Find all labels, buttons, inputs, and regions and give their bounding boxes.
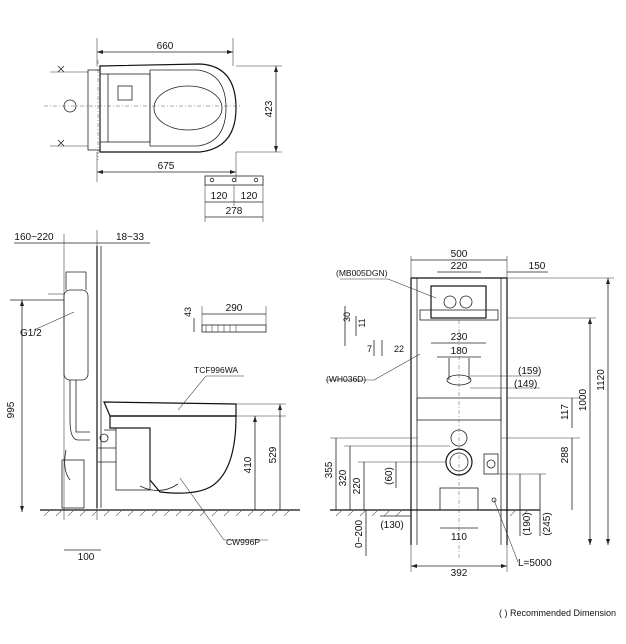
frame-model-label: (WH036D)	[326, 374, 366, 384]
dim-290: 290	[226, 303, 243, 314]
dim-278: 278	[226, 206, 243, 217]
recommended-dimension-note: ( ) Recommended Dimension	[498, 608, 616, 618]
dim-288: 288	[560, 446, 571, 463]
panel-model-label: (MB005DGN)	[336, 268, 388, 278]
dim-995: 995	[6, 401, 17, 418]
seat-model-label: TCF996WA	[194, 365, 238, 375]
dim-130: (130)	[380, 520, 403, 531]
dim-220: 220	[451, 261, 468, 272]
dim-410: 410	[243, 456, 254, 473]
dim-0-200: 0~200	[354, 520, 365, 549]
dim-100: 100	[78, 552, 95, 563]
dim-60: (60)	[384, 467, 395, 485]
dim-1000: 1000	[578, 388, 589, 411]
dim-149: (149)	[514, 379, 537, 390]
dim-190: (190)	[522, 512, 533, 535]
dim-230: 230	[451, 332, 468, 343]
dim-150: 150	[529, 261, 546, 272]
dim-423: 423	[264, 100, 275, 117]
dim-180: 180	[451, 346, 468, 357]
bowl-model-label: CW996P	[226, 537, 260, 547]
dim-120-left: 120	[211, 191, 228, 202]
dim-117: 117	[560, 404, 571, 420]
dim-245: (245)	[542, 512, 553, 535]
dim-355: 355	[324, 461, 335, 478]
dim-500: 500	[451, 249, 468, 260]
dim-7: 7	[367, 344, 372, 354]
front-view: 500 220 150 (MB005DGN) 30 11 7 22 230 18…	[324, 249, 614, 579]
dim-220-lower: 220	[352, 477, 363, 494]
dim-660: 660	[157, 41, 174, 52]
side-view: 160~220 18~33 995 G1/2 TCF996WA	[6, 230, 300, 563]
dim-159: (159)	[518, 366, 541, 377]
dim-529: 529	[268, 446, 279, 463]
top-view: 660 423 675	[44, 38, 282, 222]
dim-110: 110	[451, 532, 467, 543]
dim-320: 320	[338, 469, 349, 486]
dim-675: 675	[158, 161, 175, 172]
dim-30: 30	[342, 312, 352, 322]
dim-43: 43	[183, 307, 193, 317]
dim-11: 11	[357, 318, 367, 327]
cable-length-label: L=5000	[518, 558, 552, 569]
dim-160-220: 160~220	[14, 232, 54, 243]
dim-18-33: 18~33	[116, 232, 145, 243]
dim-120-right: 120	[241, 191, 258, 202]
inlet-label: G1/2	[20, 328, 42, 339]
dim-22: 22	[394, 344, 404, 354]
dim-392: 392	[451, 568, 468, 579]
dim-1120: 1120	[596, 369, 607, 391]
